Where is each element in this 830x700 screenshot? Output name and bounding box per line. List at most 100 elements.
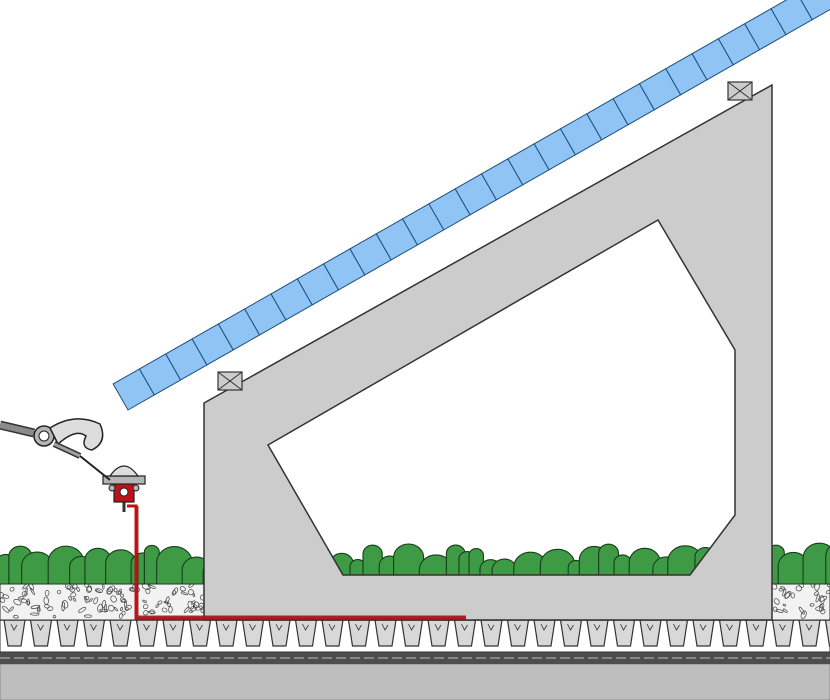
anchor-tie-rail	[127, 504, 466, 620]
gravel-stone	[88, 598, 93, 603]
gravel-stone	[29, 612, 40, 616]
gravel-stone	[124, 604, 132, 611]
drainage-cup	[215, 619, 238, 647]
gravel-stone	[83, 595, 88, 604]
concrete-ballast-frame	[203, 83, 773, 621]
gravel-stone	[30, 604, 41, 609]
gravel-stone	[72, 597, 77, 602]
gravel-stone	[778, 588, 784, 592]
panel-clamp-upper	[727, 81, 753, 101]
gravel-stone	[57, 589, 62, 595]
gravel-stone	[165, 596, 170, 605]
gravel-stone	[800, 610, 807, 619]
safety-lanyard-with-hook	[0, 418, 111, 481]
gravel-stone	[143, 610, 149, 616]
plant-bush	[802, 542, 830, 585]
gravel-stone	[18, 596, 25, 600]
gravel-stone	[120, 606, 123, 612]
gravel-stone	[52, 615, 57, 619]
gravel-stone	[825, 589, 830, 595]
gravel-stone	[70, 592, 77, 598]
gravel-stone	[76, 586, 80, 592]
drainage-cup	[109, 619, 132, 647]
gravel-stone	[120, 599, 126, 603]
gravel-stone	[795, 585, 802, 592]
gravel-stone	[13, 615, 19, 619]
gravel-stone	[0, 597, 6, 603]
gravel-stone	[113, 588, 118, 593]
gravel-stone	[168, 605, 173, 614]
drainage-cup	[639, 619, 662, 647]
gravel-stone	[183, 606, 190, 614]
gravel-stone	[61, 601, 65, 612]
drainage-cup	[586, 619, 609, 647]
drainage-cup	[294, 619, 318, 647]
drainage-board-layer	[0, 619, 830, 653]
drainage-cup	[559, 619, 583, 647]
gravel-stone	[147, 610, 156, 614]
gravel-stone	[172, 587, 178, 595]
gravel-stone	[25, 600, 31, 605]
gravel-stone	[99, 608, 109, 613]
gravel-stone	[124, 600, 127, 608]
drainage-cup	[347, 619, 371, 647]
drainage-cup	[665, 619, 689, 647]
gravel-stone	[190, 600, 196, 605]
drainage-cup	[427, 619, 450, 647]
gravel-stone	[814, 591, 819, 596]
drainage-cup	[533, 619, 556, 647]
gravel-stone	[784, 592, 791, 599]
gravel-stone	[104, 604, 107, 613]
gravel-stone	[782, 608, 788, 613]
gravel-stone	[142, 599, 147, 603]
gravel-stone	[773, 598, 780, 605]
gravel-stone	[819, 603, 825, 609]
gravel-stone	[192, 593, 196, 598]
gravel-stone	[69, 586, 76, 593]
plant-bush	[143, 545, 160, 585]
drainage-cup	[374, 619, 397, 647]
drainage-cup	[321, 619, 344, 647]
gravel-stone	[147, 584, 156, 589]
gravel-stone	[782, 603, 787, 607]
drainage-cup	[56, 619, 79, 647]
gravel-stone	[157, 600, 163, 605]
gravel-stone	[782, 588, 787, 597]
plant-bush	[393, 543, 425, 585]
gravel-stone	[78, 606, 87, 613]
waterproof-membrane	[0, 652, 830, 664]
gravel-stone	[809, 603, 815, 607]
gravel-stone	[44, 590, 50, 597]
gravel-stone	[790, 592, 795, 599]
gravel-stone	[97, 603, 104, 613]
gravel-stone	[9, 606, 14, 612]
drainage-cup	[29, 619, 53, 647]
gravel-stone	[9, 586, 15, 592]
gravel-stone	[86, 585, 92, 593]
drainage-cup	[771, 619, 795, 647]
drainage-cup	[3, 619, 26, 647]
fall-arrest-anchor	[102, 465, 146, 512]
gravel-stone	[44, 604, 50, 609]
drainage-cup	[453, 619, 477, 647]
gravel-stone	[117, 588, 122, 595]
drainage-cup	[162, 619, 185, 647]
drainage-cup	[82, 619, 106, 647]
gravel-stone	[161, 607, 168, 613]
gravel-stone	[2, 594, 10, 599]
gravel-stone	[171, 590, 176, 596]
drainage-cup	[824, 619, 830, 647]
solar-module-row	[112, 0, 830, 411]
gravel-stone	[47, 606, 54, 612]
drainage-cup	[241, 619, 265, 647]
roof-deck	[0, 663, 830, 700]
gravel-stone	[118, 613, 123, 619]
gravel-stone	[142, 604, 149, 610]
drainage-cup	[506, 619, 530, 647]
gravel-stone	[125, 607, 129, 612]
gravel-stone	[120, 593, 125, 598]
gravel-stone	[179, 586, 186, 592]
gravel-stone	[13, 599, 22, 606]
